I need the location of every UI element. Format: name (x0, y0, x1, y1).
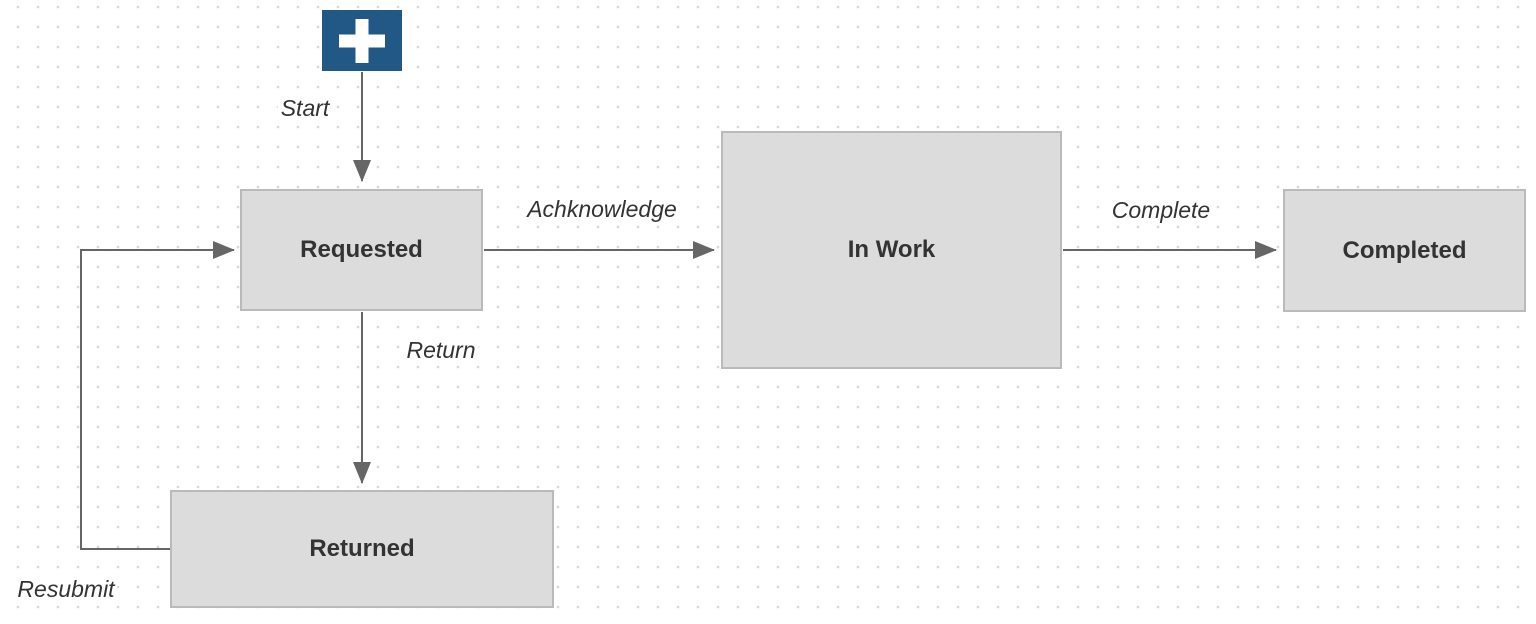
edge-label-acknowledge: Achknowledge (524, 195, 680, 223)
edge-label-start: Start (277, 94, 333, 122)
plus-icon (322, 10, 402, 71)
node-returned-label: Returned (309, 535, 415, 562)
plus-bar-horizontal (339, 34, 385, 47)
node-requested-label: Requested (300, 236, 423, 263)
node-completed[interactable]: Completed (1283, 189, 1526, 312)
node-requested[interactable]: Requested (240, 189, 483, 311)
edge-label-complete: Complete (1108, 196, 1214, 224)
node-in-work-label: In Work (847, 236, 936, 263)
node-returned[interactable]: Returned (170, 490, 554, 608)
edge-label-return: Return (403, 336, 479, 364)
start-node[interactable] (322, 10, 402, 71)
edge-resubmit (80, 241, 235, 550)
node-in-work[interactable]: In Work (721, 131, 1062, 369)
edge-label-resubmit: Resubmit (14, 575, 118, 603)
node-completed-label: Completed (1342, 236, 1467, 264)
